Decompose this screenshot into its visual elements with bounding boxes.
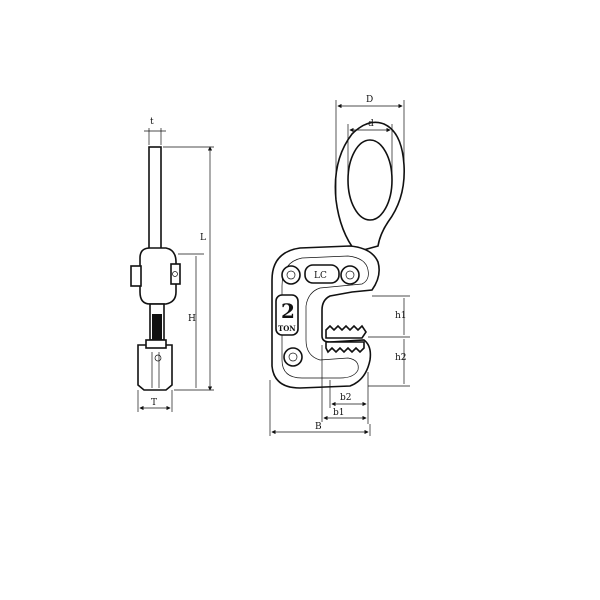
lc-badge-text: LC [314, 271, 327, 281]
dim-label-h1: h1 [395, 311, 407, 321]
right-pivot-hole [340, 265, 360, 285]
lifting-eye-hole [347, 139, 393, 221]
dim-label-b2: b2 [340, 393, 352, 403]
capacity-unit: TON [278, 324, 296, 333]
side-spring [152, 314, 162, 340]
serrated-jaw-upper [325, 324, 367, 339]
front-view: LC 2 TON D d h1 h2 b2 b1 [269, 95, 410, 436]
dim-label-h2: h2 [395, 353, 407, 363]
side-right-bolt [170, 263, 181, 285]
side-shank [148, 146, 162, 253]
dim-label-T: T [151, 398, 157, 408]
dim-label-L: L [200, 233, 206, 243]
dim-label-b1: b1 [333, 408, 345, 418]
serrated-jaw-lower [325, 341, 365, 354]
lc-badge [304, 264, 340, 284]
side-bolt-head [172, 271, 178, 277]
side-jaw-housing [137, 344, 173, 391]
dim-label-t: t [150, 117, 154, 127]
dim-label-d: d [368, 119, 374, 129]
dim-label-H: H [188, 314, 196, 324]
lower-pivot-hole [283, 347, 303, 367]
capacity-badge [275, 294, 299, 336]
side-upper-body [139, 247, 177, 305]
upper-pivot-hole [281, 265, 301, 285]
side-left-bolt [130, 265, 142, 287]
side-view: t L H T [130, 117, 214, 412]
clamp-body-inner [281, 255, 369, 379]
side-jaw-pin [154, 354, 162, 362]
side-jaw-cap [145, 339, 167, 349]
dim-label-D: D [366, 95, 373, 105]
capacity-number: 2 [281, 299, 295, 323]
dim-label-B: B [315, 422, 322, 432]
